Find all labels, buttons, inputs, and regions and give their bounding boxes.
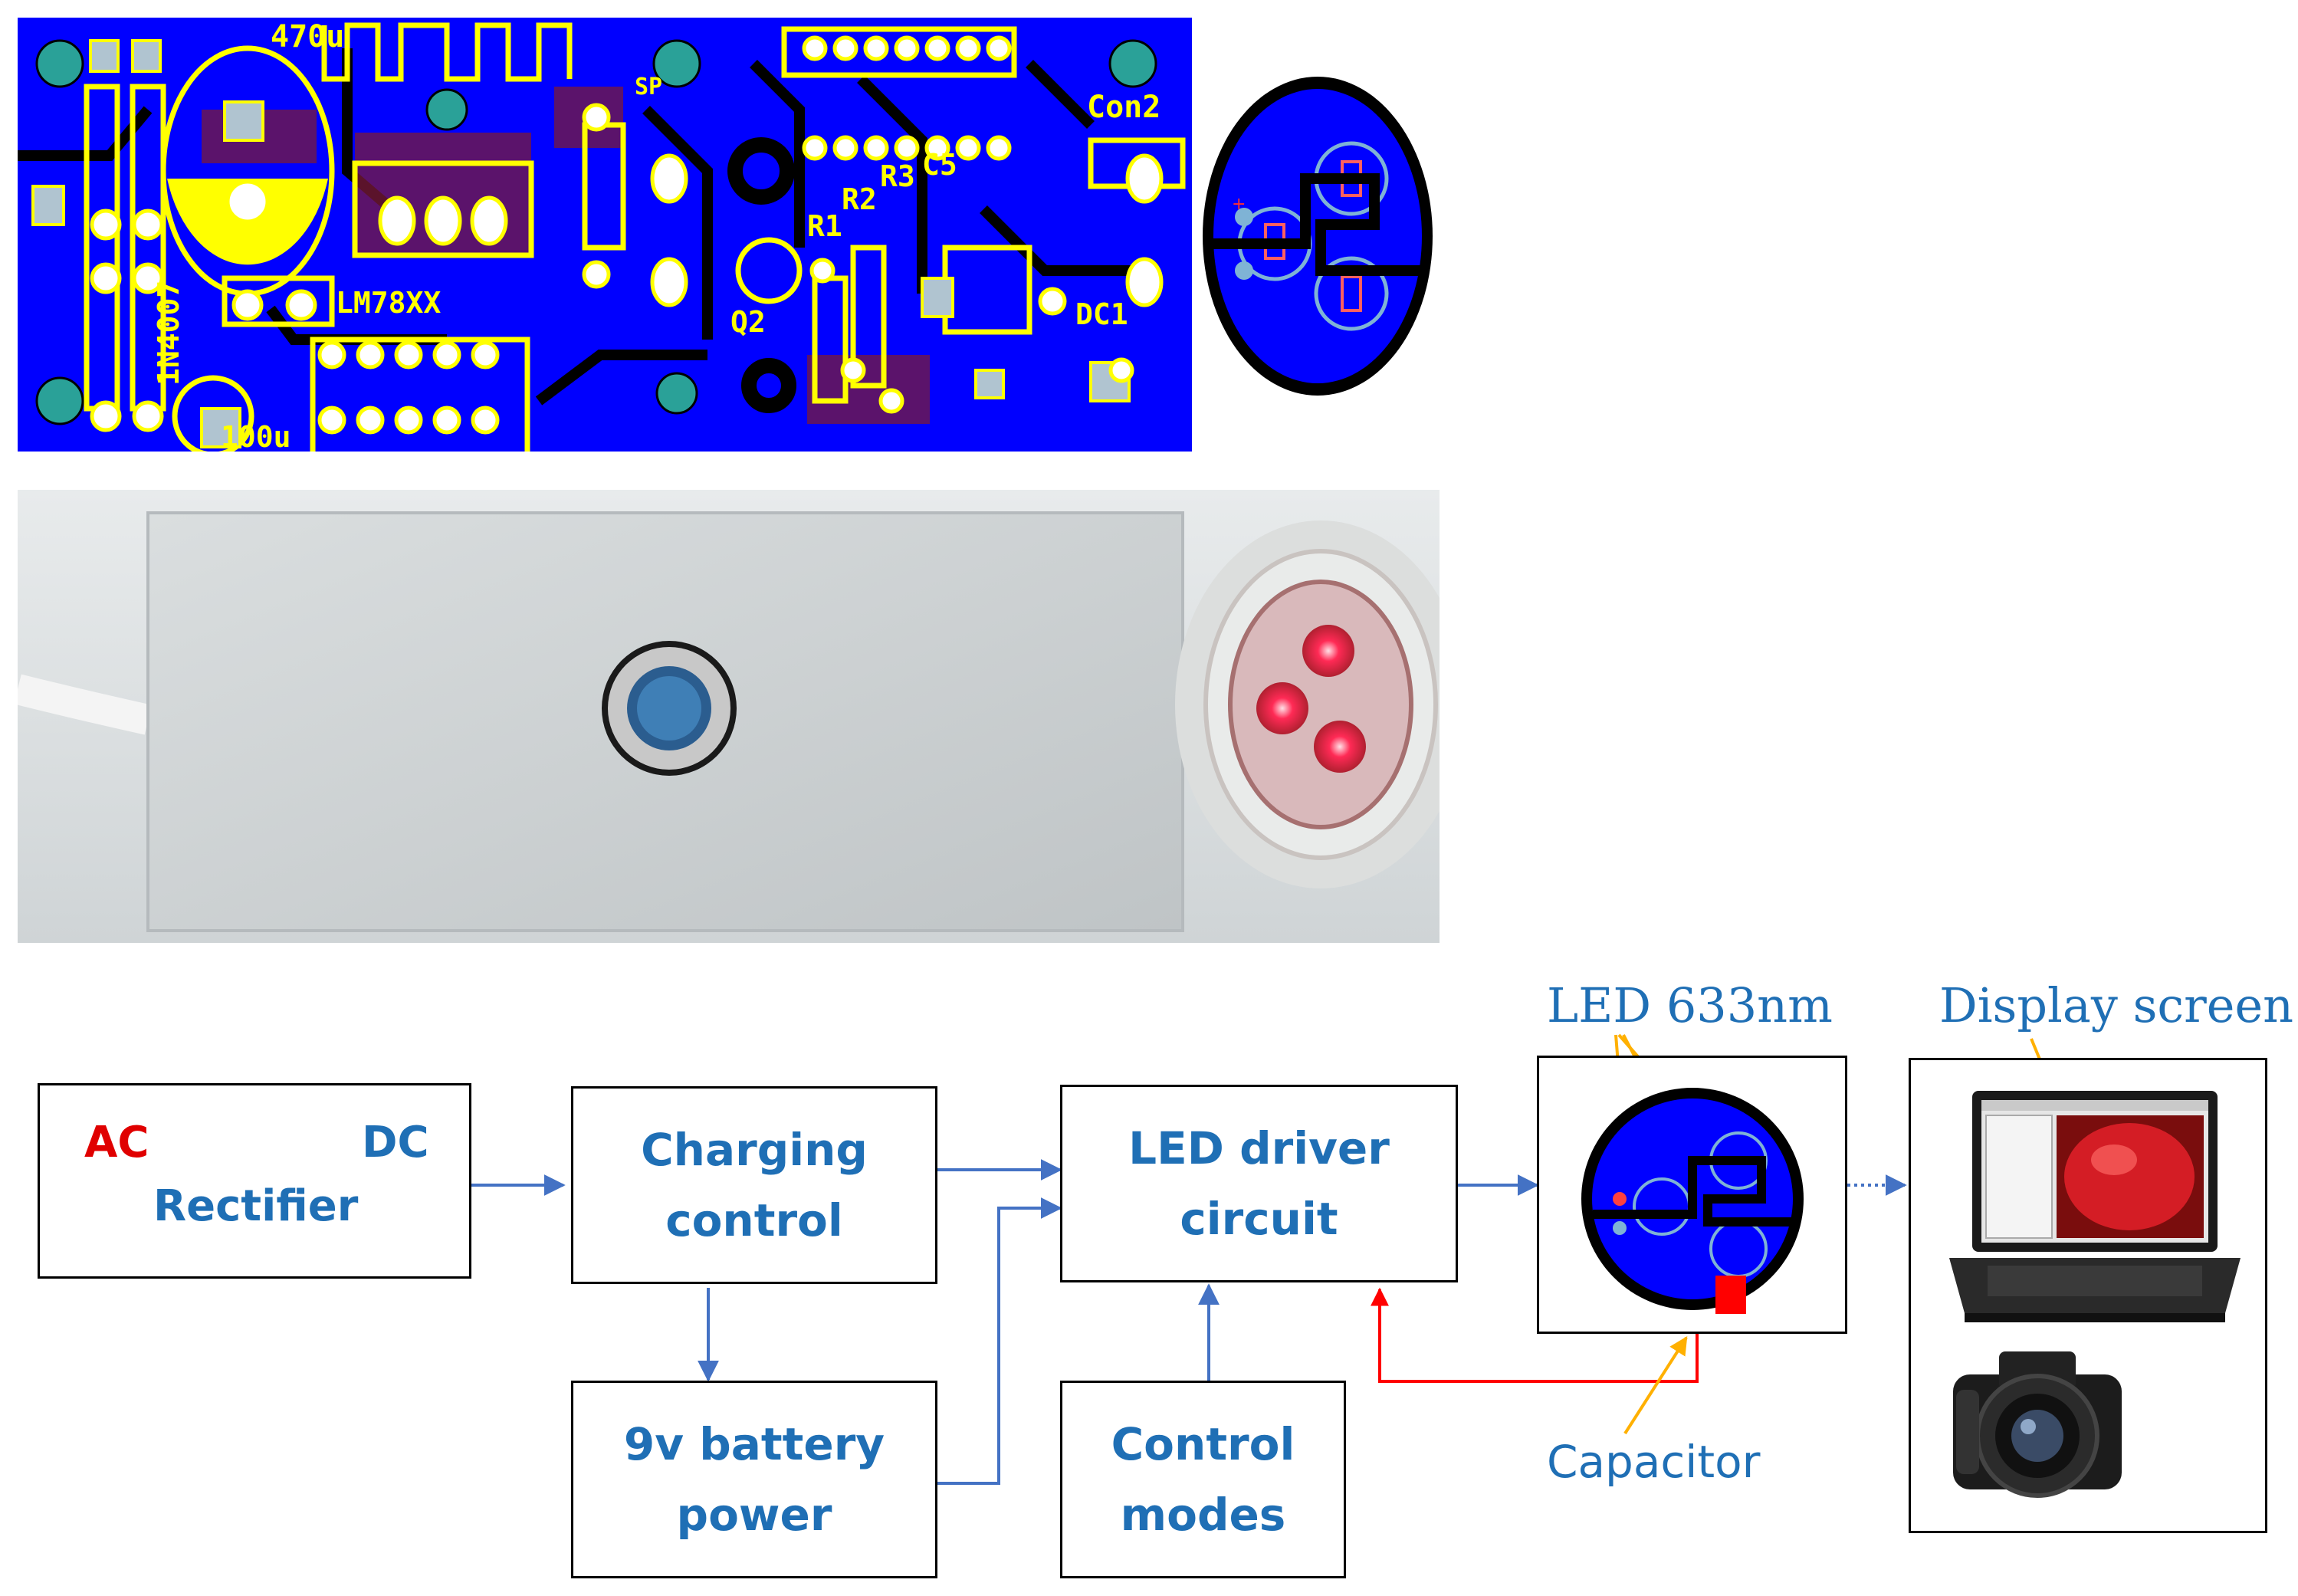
display-screen-label: Display screen	[1939, 977, 2294, 1033]
led-module-block	[1537, 1056, 1847, 1334]
laptop-icon	[1949, 1091, 2241, 1322]
led-module-icon	[1581, 1087, 1804, 1314]
pcb-label-lm78xx: LM78XX	[336, 286, 441, 320]
led-pcb-image: +	[1203, 77, 1433, 396]
pcb-label-r3: R3	[880, 159, 915, 193]
battery-block: 9v battery power	[571, 1381, 937, 1578]
pcb-label-r2: R2	[842, 182, 877, 216]
rectifier-block: AC DC Rectifier	[38, 1083, 471, 1279]
driver-line2: circuit	[1180, 1193, 1338, 1245]
charging-control-block: Charging control	[571, 1086, 937, 1284]
camera-icon	[1953, 1351, 2122, 1498]
svg-text:+: +	[1232, 195, 1246, 214]
charging-line2: control	[665, 1194, 843, 1246]
led-633nm-label: LED 633nm	[1547, 977, 1833, 1033]
battery-line1: 9v battery	[623, 1418, 885, 1470]
pcb-label-c5: C5	[922, 148, 957, 182]
rectifier-label: Rectifier	[153, 1181, 359, 1231]
display-block	[1909, 1058, 2267, 1533]
pcb-label-470u: 470u	[271, 19, 344, 54]
capacitor-label: Capacitor	[1547, 1436, 1761, 1488]
pcb-label-con2: Con2	[1087, 90, 1160, 125]
pcb-layout-image: 470u 100u 1N4007 LM78XX Con2 R1 R2 R3 C5…	[18, 18, 1192, 452]
pcb-label-dc1: DC1	[1075, 297, 1128, 331]
pcb-label-100u: 100u	[221, 420, 291, 452]
driver-line1: LED driver	[1128, 1122, 1390, 1174]
modes-line1: Control	[1111, 1418, 1295, 1470]
pcb-label-1n4007: 1N4007	[152, 281, 185, 386]
dc-label: DC	[362, 1118, 429, 1167]
battery-line2: power	[676, 1489, 832, 1541]
charging-line1: Charging	[641, 1124, 868, 1176]
device-photo	[18, 490, 1440, 943]
pcb-label-sp: SP	[635, 74, 662, 100]
modes-line2: modes	[1120, 1489, 1286, 1541]
arrow-battery-driver	[937, 1197, 1062, 1485]
pcb-label-q2: Q2	[730, 305, 766, 339]
led-driver-block: LED driver circuit	[1060, 1085, 1458, 1282]
pcb-label-r1: R1	[807, 209, 842, 243]
control-modes-block: Control modes	[1060, 1381, 1346, 1578]
ac-label: AC	[84, 1118, 149, 1167]
